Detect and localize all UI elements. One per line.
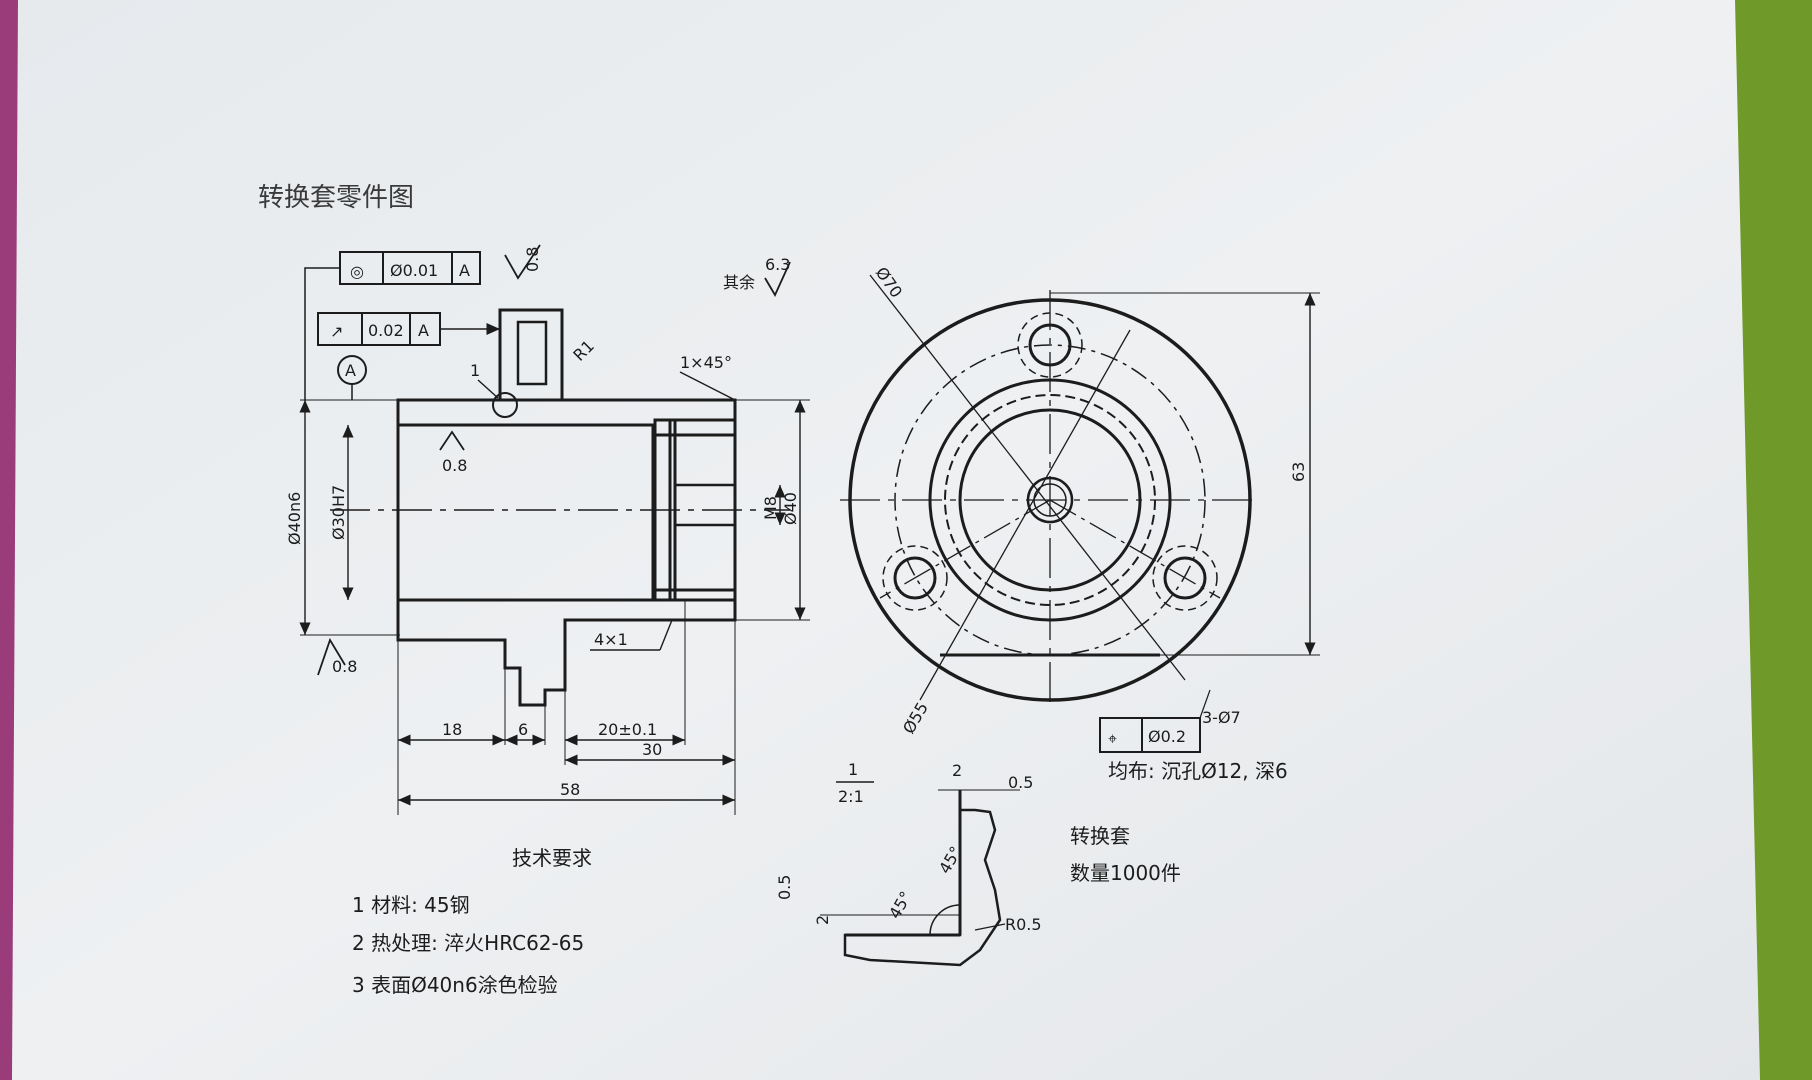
- gdt-runout-datum: A: [418, 321, 429, 340]
- chamfer-label: 1×45°: [680, 353, 732, 372]
- requirement-item-3: 3 表面Ø40n6涂色检验: [352, 973, 558, 997]
- gdt-concentric-datum: A: [459, 261, 470, 280]
- dim-outer-diameter: Ø40n6: [285, 400, 311, 635]
- gdt-runout-frame: ↗ 0.02 A: [317, 312, 500, 346]
- requirement-item-2: 2 热处理: 淬火HRC62-65: [352, 931, 584, 955]
- datum-a-marker: A: [337, 355, 367, 400]
- svg-text:Ø30H7: Ø30H7: [329, 485, 348, 540]
- part-quantity: 数量1000件: [1070, 861, 1181, 885]
- requirements-heading: 技术要求: [512, 846, 592, 870]
- dim-length-6: 6: [505, 720, 545, 746]
- dim-length-30: 30: [565, 740, 735, 766]
- roughness-top-symbol: 0.8: [504, 244, 542, 280]
- detail-scale-num: 1: [848, 760, 858, 779]
- dim-right-diameter: Ø40: [781, 400, 806, 620]
- svg-text:30: 30: [642, 740, 662, 759]
- drawing-title: 转换套零件图: [258, 183, 414, 213]
- svg-text:20±0.1: 20±0.1: [598, 720, 657, 739]
- svg-text:18: 18: [442, 720, 462, 739]
- svg-text:0.8: 0.8: [332, 657, 357, 676]
- dim-length-58: 58: [398, 780, 735, 806]
- svg-text:0.8: 0.8: [442, 456, 467, 475]
- holes-note: 均布: 沉孔Ø12, 深6: [1108, 759, 1288, 783]
- detail-ref-label: 1: [470, 361, 480, 380]
- detail-dim-05-left: 0.5: [775, 875, 794, 900]
- requirement-item-1: 1 材料: 45钢: [352, 893, 470, 917]
- svg-text:4×1: 4×1: [594, 630, 628, 649]
- detail-dim-2-left: 2: [813, 915, 832, 925]
- svg-text:6: 6: [518, 720, 528, 739]
- svg-text:⌖: ⌖: [1108, 729, 1117, 748]
- dim-length-18: 18: [398, 720, 505, 746]
- detail-dim-2-top: 2: [952, 761, 962, 780]
- extension-lines: [300, 399, 810, 815]
- svg-text:Ø40n6: Ø40n6: [285, 492, 304, 545]
- svg-text:A: A: [345, 361, 356, 380]
- paper-sheet: [12, 0, 1760, 1080]
- holes-spec: 3-Ø7: [1202, 708, 1241, 727]
- svg-text:M8: M8: [761, 496, 780, 520]
- gdt-runout-tolerance: 0.02: [368, 321, 404, 340]
- detail-radius: R0.5: [1005, 915, 1042, 934]
- dim-height-63: 63: [1050, 292, 1320, 656]
- roughness-bore-symbol: 0.8: [439, 430, 467, 475]
- roughness-outer-symbol: 0.8: [317, 637, 357, 676]
- roughness-other-note: 其余 6.3: [723, 255, 791, 297]
- detail-dim-05-top: 0.5: [1008, 773, 1033, 792]
- svg-text:6.3: 6.3: [765, 255, 790, 274]
- position-tolerance-frame: ⌖ Ø0.2 3-Ø7: [1099, 689, 1241, 753]
- gdt-concentric-tolerance: Ø0.01: [390, 261, 438, 280]
- gdt-runout-symbol: ↗: [330, 322, 343, 341]
- end-view: [840, 274, 1260, 710]
- part-name: 转换套: [1070, 824, 1130, 848]
- svg-text:其余: 其余: [723, 273, 755, 292]
- gdt-concentricity-frame: ◎ Ø0.01 A: [304, 251, 481, 400]
- dim-thread: M8: [761, 485, 786, 525]
- dim-groove: 4×1: [590, 619, 673, 651]
- detail-scale-den: 2:1: [838, 787, 864, 806]
- svg-text:63: 63: [1289, 462, 1308, 482]
- dim-length-20: 20±0.1: [565, 720, 685, 746]
- dim-bore-diameter: Ø30H7: [329, 425, 354, 600]
- gdt-concentric-symbol: ◎: [350, 262, 364, 281]
- svg-text:0.8: 0.8: [523, 247, 542, 272]
- svg-text:Ø40: Ø40: [781, 492, 800, 525]
- svg-text:58: 58: [560, 780, 580, 799]
- svg-text:Ø0.2: Ø0.2: [1148, 727, 1186, 746]
